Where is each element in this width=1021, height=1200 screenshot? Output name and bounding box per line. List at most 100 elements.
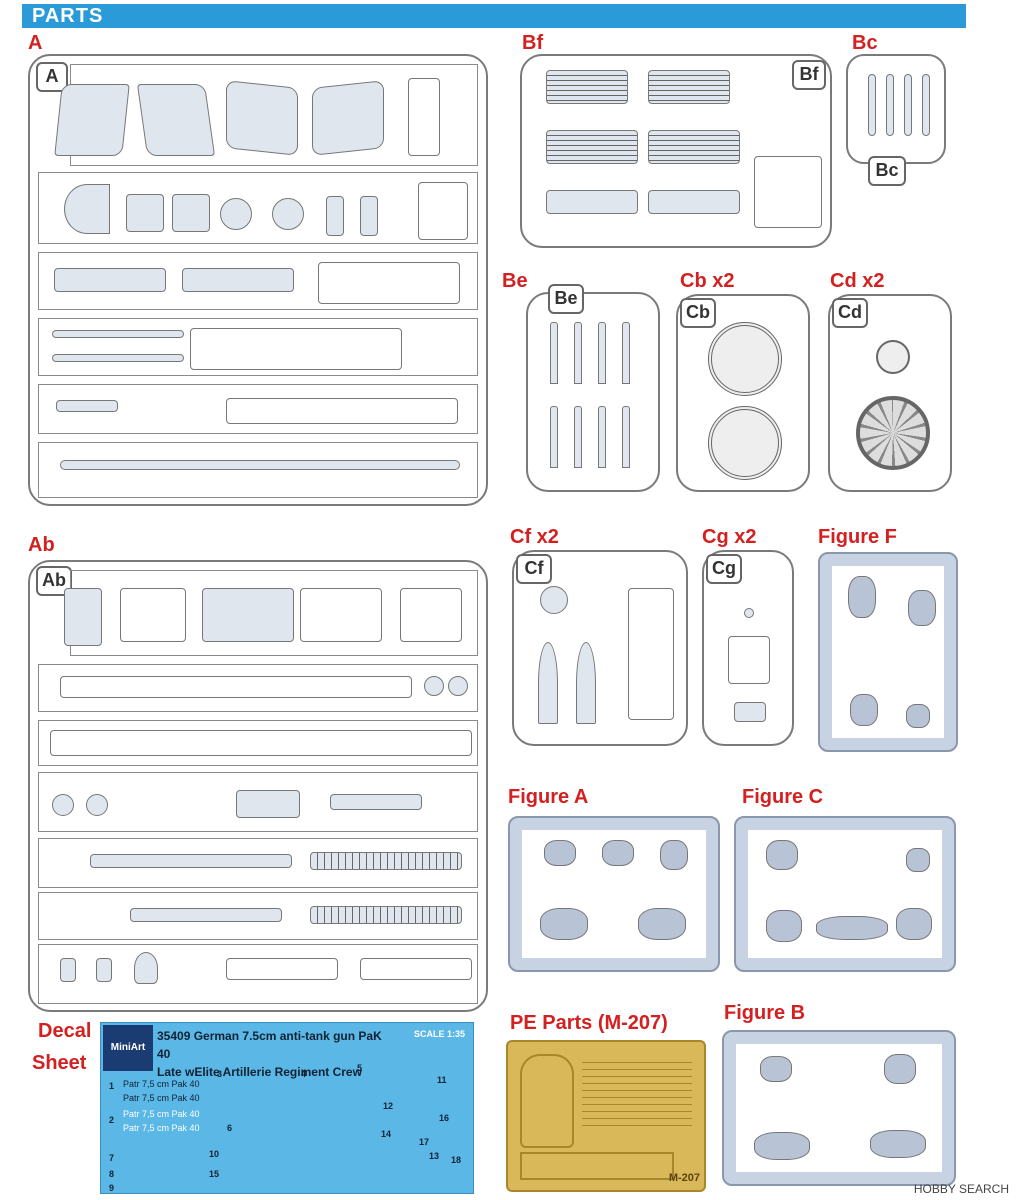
shell-part <box>622 322 630 384</box>
sprue-tag-cf: Cf <box>516 554 552 584</box>
decal-number: 4 <box>301 1069 307 1079</box>
shell-part <box>622 406 630 468</box>
wheel-part <box>856 396 930 470</box>
decal-number: 10 <box>209 1149 220 1159</box>
sprue-ab-row-5 <box>38 838 478 888</box>
strap-part <box>922 74 930 136</box>
ammo-box-part <box>546 190 638 214</box>
small-part <box>96 958 112 982</box>
pe-parts-label: PE Parts (M-207) <box>510 1012 668 1034</box>
small-parts-group <box>226 398 458 424</box>
carriage-part <box>300 588 382 642</box>
figure-leg-part <box>816 916 888 940</box>
figure-leg-part <box>870 1130 926 1158</box>
decal-sheet: MiniArt 35409 German 7.5cm anti-tank gun… <box>100 1022 474 1194</box>
section-label-figure-b: Figure B <box>724 1002 806 1024</box>
strap-part <box>868 74 876 136</box>
ammo-box-part <box>546 70 628 104</box>
decal-scale: SCALE 1:35 <box>413 1029 465 1039</box>
decal-number: 17 <box>419 1137 430 1147</box>
shell-part <box>550 406 558 468</box>
small-part <box>60 958 76 982</box>
decal-stencil-row: Patr 7,5 cm Pak 40 <box>123 1109 200 1119</box>
decal-stencil-row: Patr 7,5 cm Pak 40 <box>123 1079 200 1089</box>
shield-plate-part <box>226 80 298 156</box>
sprue-a-row-5 <box>38 384 478 434</box>
sprue-ab-row-2 <box>38 664 478 712</box>
small-parts-group <box>754 156 822 228</box>
shell-part <box>550 322 558 384</box>
figure-arm-part <box>602 840 634 866</box>
tire-part <box>708 406 782 480</box>
sprue-tag-cb: Cb <box>680 298 716 328</box>
decal-title-line1: 35409 German 7.5cm anti-tank gun PaK 40 <box>157 1029 382 1061</box>
section-label-cd: Cd x2 <box>830 270 885 292</box>
parts-header: PARTS <box>22 4 966 28</box>
bracket-part <box>734 702 766 722</box>
miniart-logo: MiniArt <box>103 1025 153 1071</box>
carriage-part <box>400 588 462 642</box>
small-parts-group <box>60 676 412 698</box>
hub-part <box>272 198 304 230</box>
figure-arm-part <box>766 840 798 870</box>
decal-number: 16 <box>439 1113 450 1123</box>
shell-part <box>574 322 582 384</box>
section-label-figure-f: Figure F <box>818 526 897 548</box>
long-bar-part <box>54 268 166 292</box>
hub-part <box>220 198 252 230</box>
bracket-part <box>408 78 440 156</box>
strap-part <box>886 74 894 136</box>
sprue-tag-be: Be <box>548 284 584 314</box>
decal-number: 13 <box>429 1151 440 1161</box>
hobby-search-watermark: HOBBY SEARCH <box>913 1182 1009 1196</box>
sprue-a: A <box>28 54 488 506</box>
rail-part <box>330 794 422 810</box>
barrel-part <box>90 854 292 868</box>
shovel-part <box>538 642 558 724</box>
small-parts-group <box>226 958 338 980</box>
decal-label: Decal <box>38 1020 92 1042</box>
sprue-figure-c <box>734 816 956 972</box>
sprue-cd: Cd <box>828 294 952 492</box>
shell-part <box>574 406 582 468</box>
wheel-hub-part <box>448 676 468 696</box>
pe-code: M-207 <box>668 1172 700 1184</box>
pe-plate-part <box>520 1152 674 1180</box>
sprue-ab-row-7 <box>38 944 478 1004</box>
section-label-cb: Cb x2 <box>680 270 735 292</box>
pe-small-parts <box>582 1056 692 1126</box>
figure-leg-part <box>908 590 936 626</box>
decal-number: 11 <box>437 1075 447 1085</box>
decal-number: 15 <box>209 1169 220 1179</box>
decal-number: 12 <box>383 1101 394 1111</box>
decal-number: 14 <box>381 1129 392 1139</box>
figure-hand-part <box>906 704 930 728</box>
ammo-box-part <box>648 130 740 164</box>
figure-arm-part <box>544 840 576 866</box>
figure-arm-part <box>760 1056 792 1082</box>
decal-number: 6 <box>227 1123 233 1133</box>
shield-plate-part <box>312 80 384 156</box>
frame-part <box>120 588 186 642</box>
section-label-ab: Ab <box>28 534 55 556</box>
shield-plate-part <box>54 84 130 156</box>
section-label-bc: Bc <box>852 32 878 54</box>
sprue-tag-bc: Bc <box>868 156 906 186</box>
shield-plate-part <box>136 84 216 156</box>
barrel-part <box>130 908 282 922</box>
decal-number: 8 <box>109 1169 115 1179</box>
decal-stencil-row: Patr 7,5 cm Pak 40 <box>123 1123 200 1133</box>
sprue-tag-cd: Cd <box>832 298 868 328</box>
sprue-cg: Cg <box>702 550 794 746</box>
figure-leg-part <box>540 908 588 940</box>
decal-title: 35409 German 7.5cm anti-tank gun PaK 40 … <box>157 1027 397 1081</box>
ring-part <box>86 794 108 816</box>
section-label-bf: Bf <box>522 32 544 54</box>
decal-number: 1 <box>109 1081 115 1091</box>
barrel-half-part <box>310 852 462 870</box>
figure-leg-part <box>896 908 932 940</box>
box-part <box>172 194 210 232</box>
pe-fret: M-207 <box>506 1040 706 1192</box>
sprue-tag-bf: Bf <box>792 60 826 90</box>
pe-shield-part <box>520 1054 574 1148</box>
